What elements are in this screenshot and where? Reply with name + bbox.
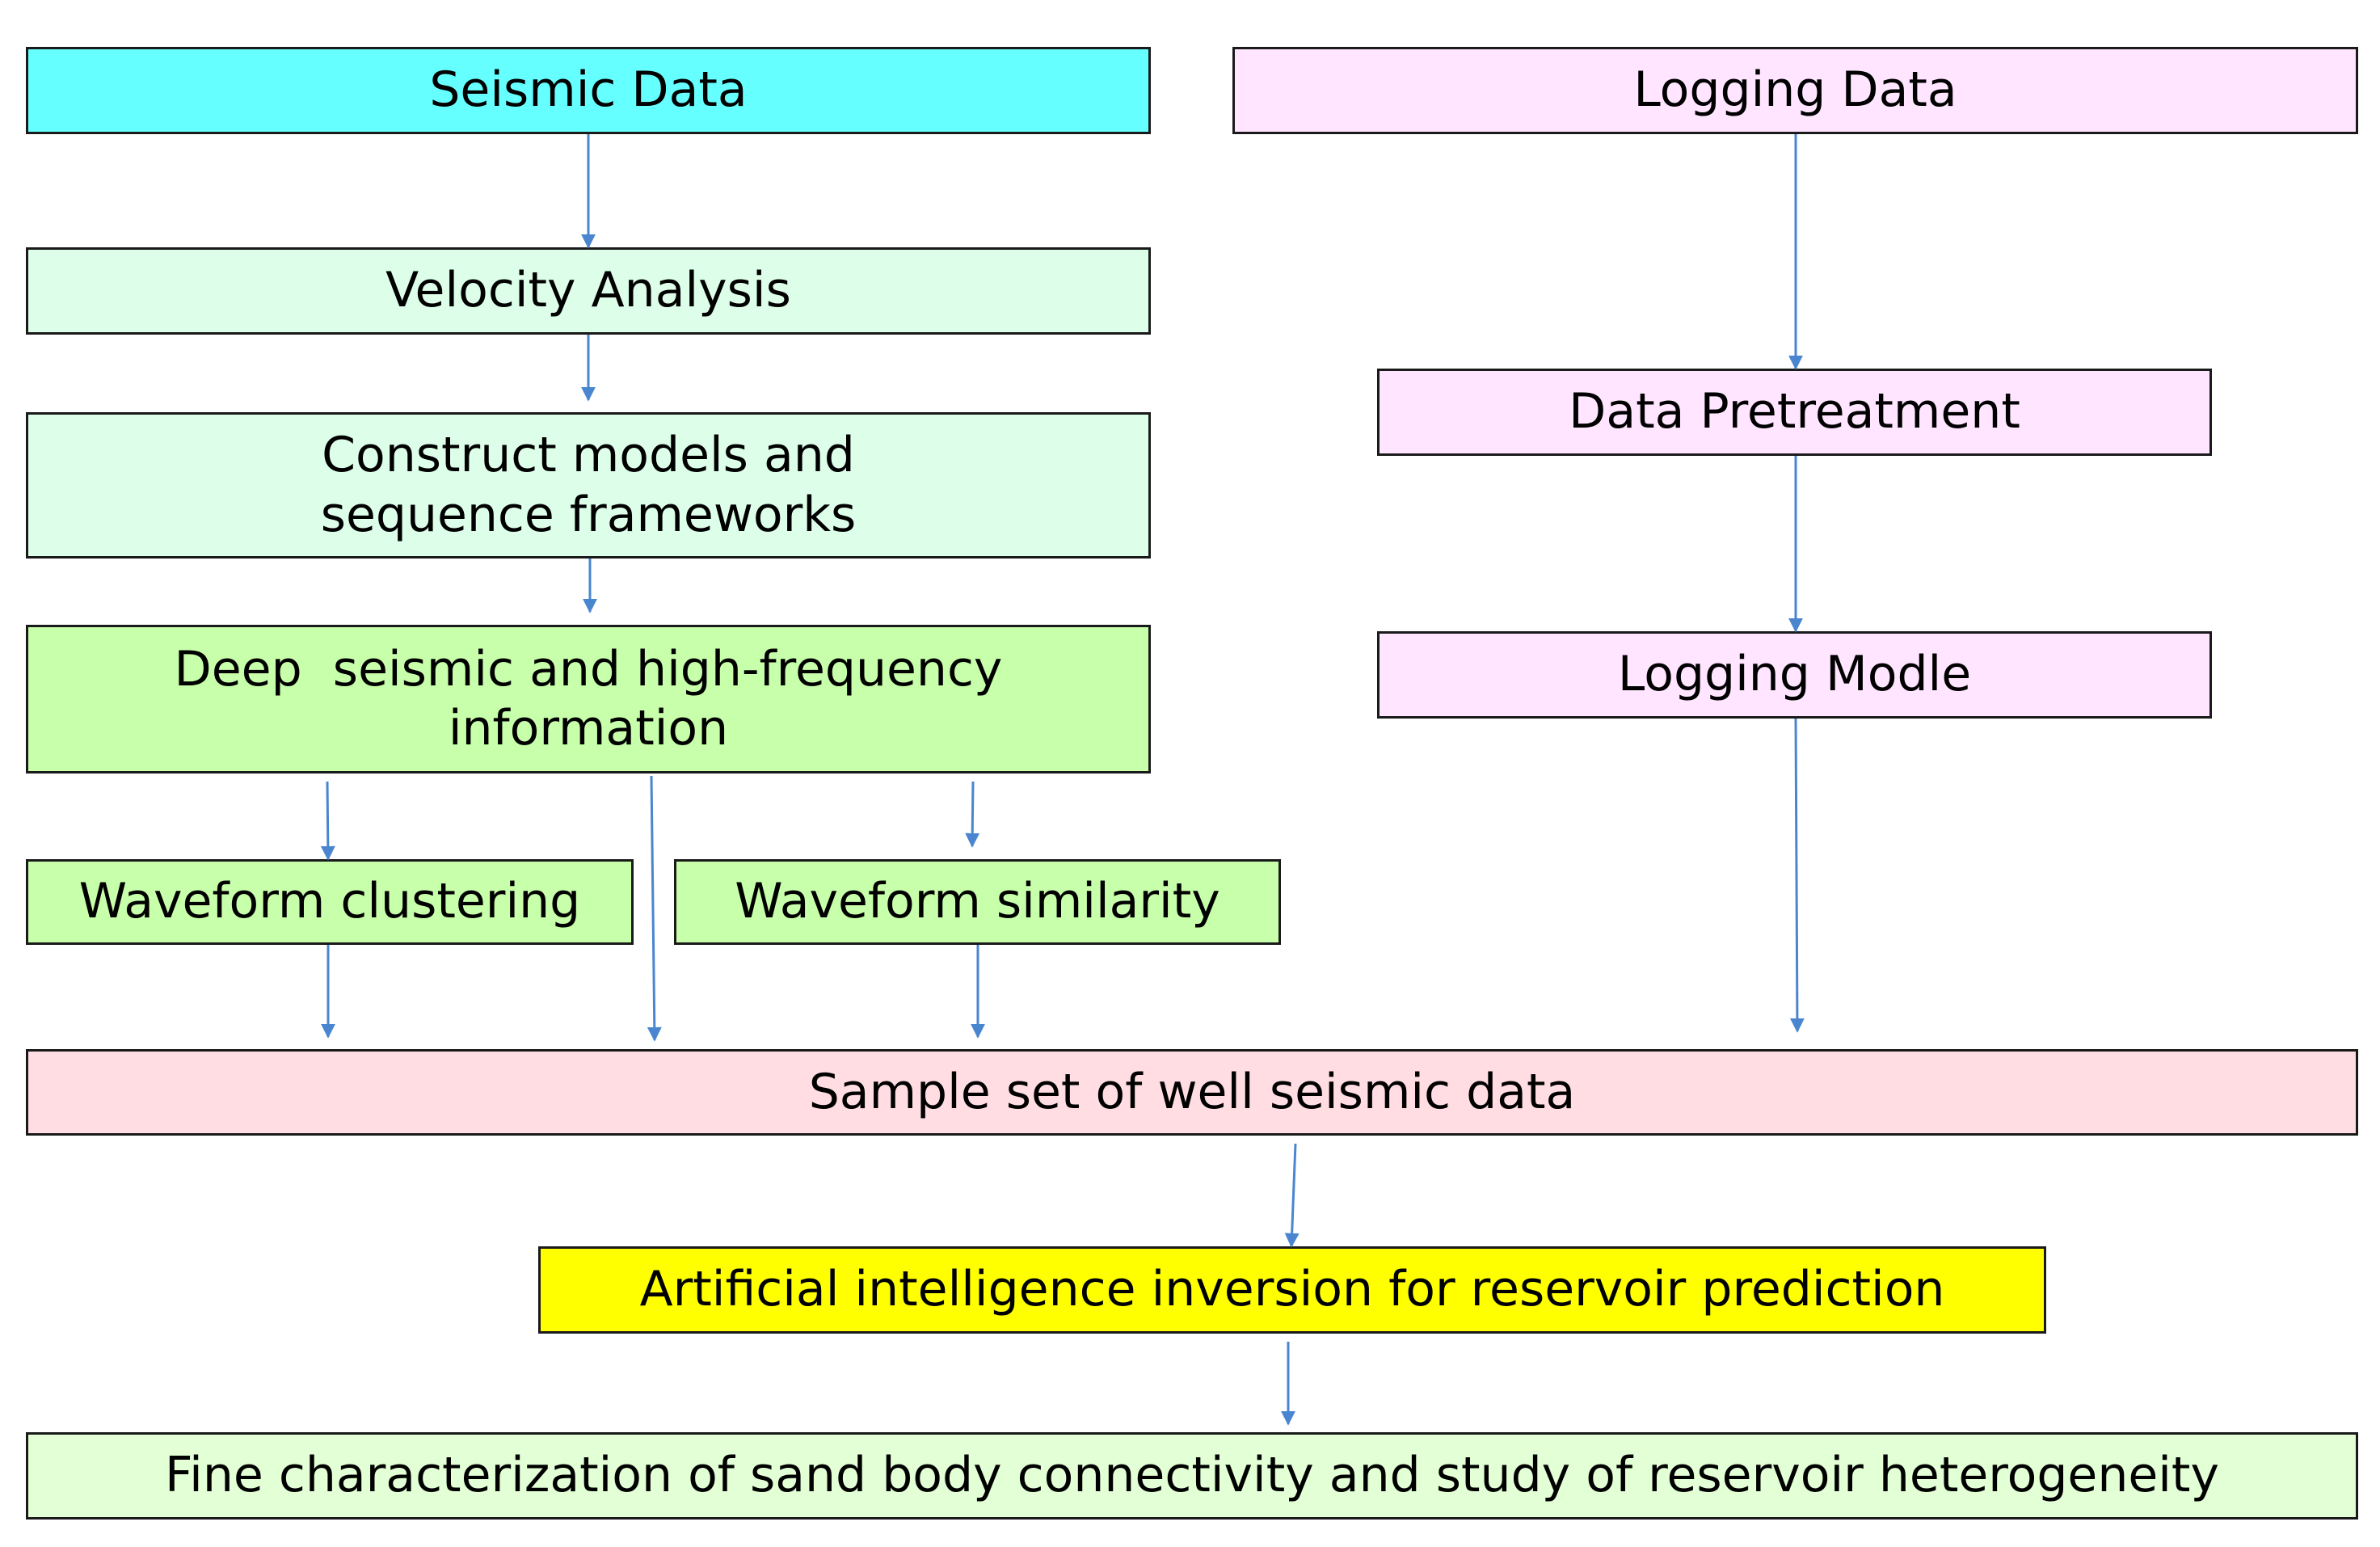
logging-data-node: Logging Data xyxy=(1232,47,2358,134)
fine-characterization-node: Fine characterization of sand body conne… xyxy=(26,1432,2358,1520)
sample-set-node: Sample set of well seismic data xyxy=(26,1049,2358,1136)
ai-inversion-node: Artificial intelligence inversion for re… xyxy=(538,1246,2046,1334)
logging-modle-node: Logging Modle xyxy=(1377,631,2212,719)
waveform-clustering-node: Waveform clustering xyxy=(26,859,634,945)
deep-seismic-info-node: Deep seismic and high-frequency informat… xyxy=(26,625,1151,774)
edge-modle-to-sample xyxy=(1789,718,1805,1033)
edge-deep-to-similarity xyxy=(965,781,980,848)
edge-deep-to-sample xyxy=(647,775,662,1042)
data-pretreatment-node: Data Pretreatment xyxy=(1377,369,2212,456)
seismic-data-node: Seismic Data xyxy=(26,47,1151,134)
velocity-analysis-node: Velocity Analysis xyxy=(26,247,1151,335)
edge-deep-to-clustering xyxy=(320,781,335,861)
waveform-similarity-node: Waveform similarity xyxy=(674,859,1281,945)
construct-models-node: Construct models and sequence frameworks xyxy=(26,412,1151,559)
edge-sample-to-ai xyxy=(1284,1143,1300,1248)
